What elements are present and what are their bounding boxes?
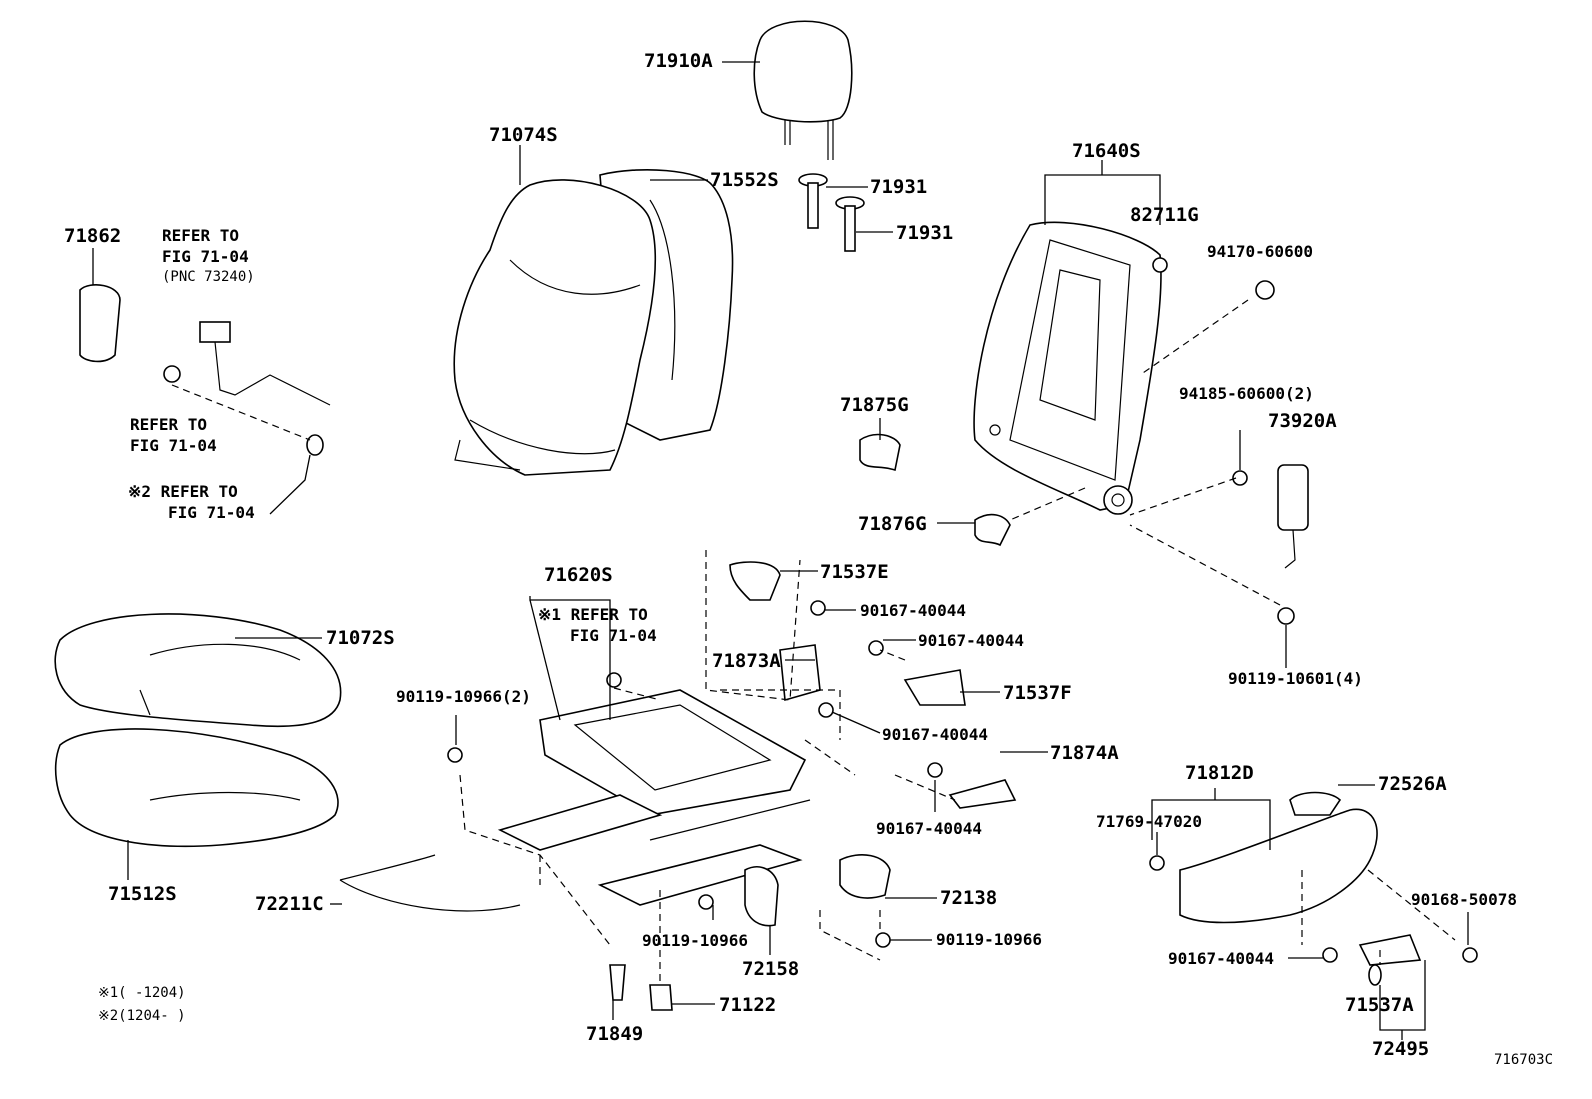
label-72211C[interactable]: 72211C	[255, 893, 324, 915]
label-72138[interactable]: 72138	[940, 887, 998, 909]
seat-cushion-drawing	[54, 613, 342, 848]
label-71537F[interactable]: 71537F	[1003, 682, 1072, 704]
label-71849[interactable]: 71849	[586, 1023, 644, 1045]
label-71910A[interactable]: 71910A	[644, 50, 713, 72]
label-90119-10966-b[interactable]: 90119-10966	[936, 930, 1042, 949]
label-90167-40044-e[interactable]: 90167-40044	[1168, 949, 1274, 968]
refer-note-3-line2: FIG 71-04	[168, 503, 255, 522]
label-90119-10601[interactable]: 90119-10601(4)	[1228, 669, 1363, 688]
label-71072S[interactable]: 71072S	[326, 627, 395, 649]
label-90168-50078[interactable]: 90168-50078	[1411, 890, 1517, 909]
label-90167-40044-a[interactable]: 90167-40044	[860, 601, 966, 620]
refer-note-2-line2: FIG 71-04	[130, 436, 217, 455]
label-71931-lower[interactable]: 71931	[896, 222, 954, 244]
refer-note-4-line2: FIG 71-04	[570, 626, 657, 645]
refer-note-2-line1: REFER TO	[130, 415, 208, 434]
label-71769-47020[interactable]: 71769-47020	[1096, 812, 1202, 831]
label-71874A[interactable]: 71874A	[1050, 742, 1119, 764]
label-71537A[interactable]: 71537A	[1345, 994, 1414, 1016]
label-71875G[interactable]: 71875G	[840, 394, 909, 416]
label-71552S[interactable]: 71552S	[710, 169, 779, 191]
headrest-guides-drawing	[798, 173, 865, 252]
label-71812D[interactable]: 71812D	[1185, 762, 1254, 784]
label-71620S[interactable]: 71620S	[544, 564, 613, 586]
seat-adjuster-drawing	[497, 689, 811, 906]
seatback-frame-drawing	[973, 221, 1162, 515]
refer-note-4-line1: ※1 REFER TO	[538, 605, 648, 624]
label-71876G[interactable]: 71876G	[858, 513, 927, 535]
label-71537E[interactable]: 71537E	[820, 561, 889, 583]
refer-note-1-line2: FIG 71-04	[162, 247, 249, 266]
seatback-cover-drawing	[453, 169, 734, 476]
label-90167-40044-b[interactable]: 90167-40044	[918, 631, 1024, 650]
label-90167-40044-c[interactable]: 90167-40044	[882, 725, 988, 744]
label-94170-60600[interactable]: 94170-60600	[1207, 242, 1313, 261]
footnote-2: ※2(1204- )	[98, 1008, 186, 1024]
label-73920A[interactable]: 73920A	[1268, 410, 1337, 432]
label-71862[interactable]: 71862	[64, 225, 122, 247]
label-71074S[interactable]: 71074S	[489, 124, 558, 146]
label-90167-40044-d[interactable]: 90167-40044	[876, 819, 982, 838]
footnote-1: ※1( -1204)	[98, 985, 186, 1001]
label-71512S[interactable]: 71512S	[108, 883, 177, 905]
label-72158[interactable]: 72158	[742, 958, 800, 980]
refer-note-1-line3: (PNC 73240)	[162, 269, 255, 285]
label-71640S[interactable]: 71640S	[1072, 140, 1141, 162]
label-71122[interactable]: 71122	[719, 994, 777, 1016]
label-90119-10966-2[interactable]: 90119-10966(2)	[396, 687, 531, 706]
label-82711G[interactable]: 82711G	[1130, 204, 1199, 226]
refer-note-3-line1: ※2 REFER TO	[128, 482, 238, 501]
figure-number: 716703C	[1494, 1052, 1554, 1068]
assembly-lines	[171, 299, 1456, 985]
label-90119-10966-a[interactable]: 90119-10966	[642, 931, 748, 950]
label-94185-60600[interactable]: 94185-60600(2)	[1179, 384, 1314, 403]
refer-note-1-line1: REFER TO	[162, 226, 240, 245]
label-71931-upper[interactable]: 71931	[870, 176, 928, 198]
headrest-drawing	[753, 20, 853, 160]
label-71873A[interactable]: 71873A	[712, 650, 781, 672]
label-72526A[interactable]: 72526A	[1378, 773, 1447, 795]
label-72495[interactable]: 72495	[1372, 1038, 1430, 1060]
